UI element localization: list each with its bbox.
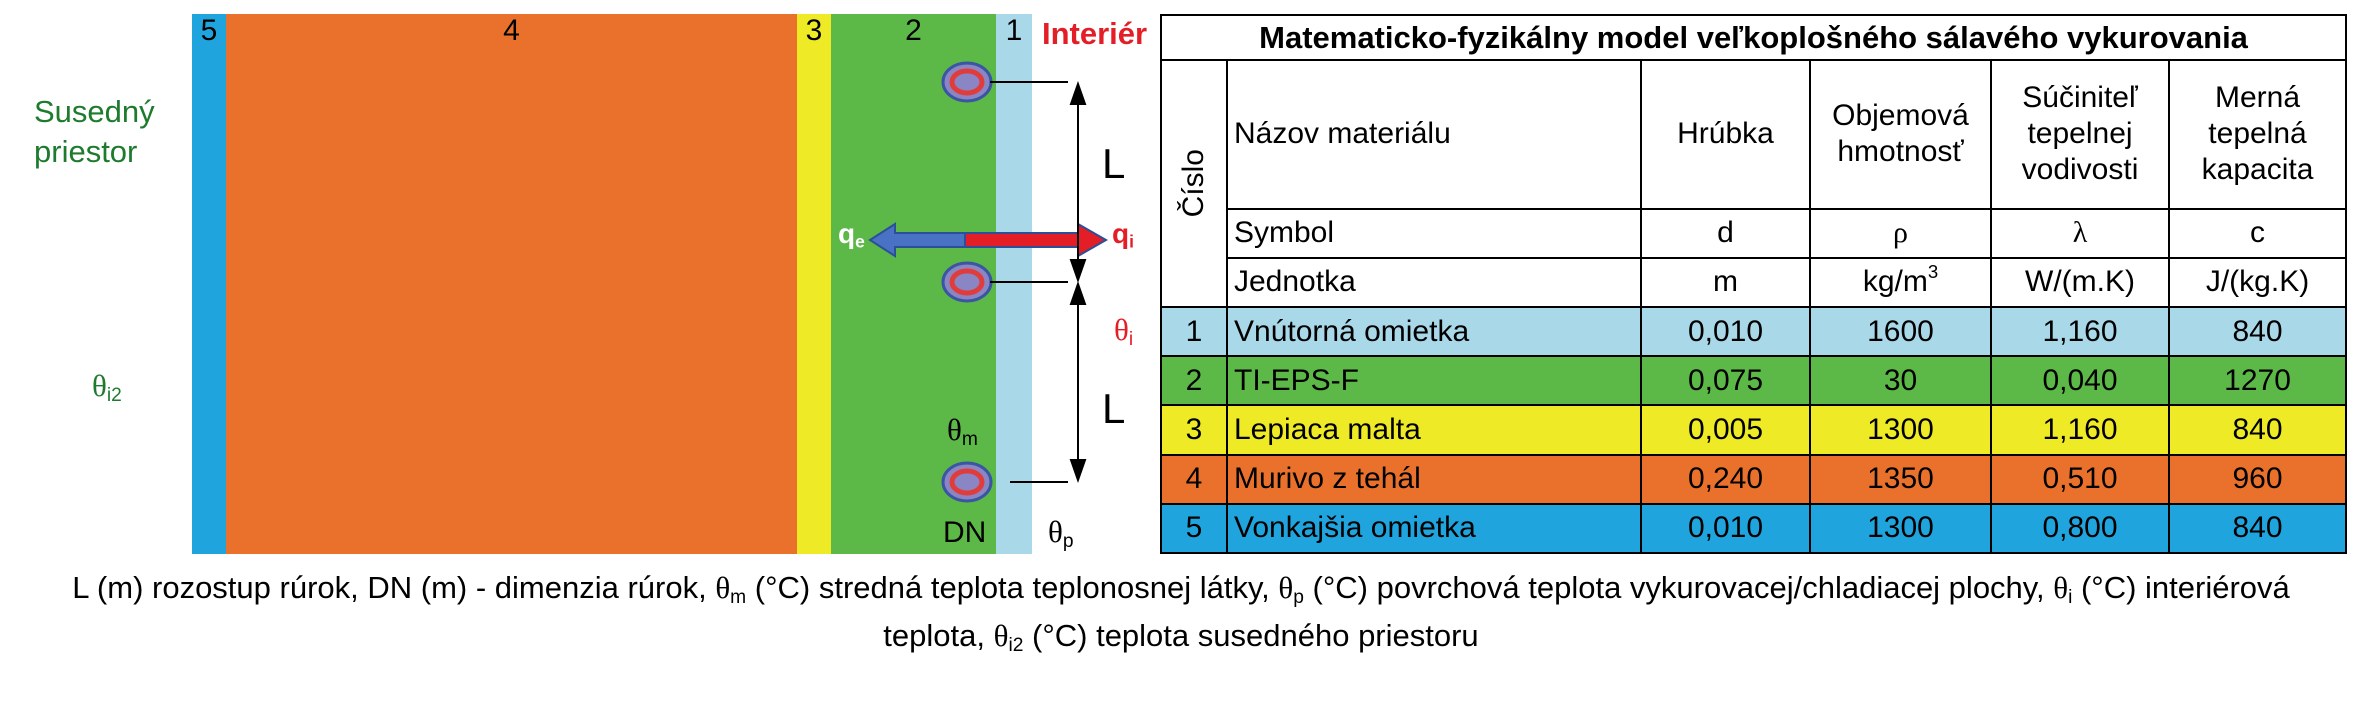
unit-d: m: [1640, 256, 1811, 309]
spacing-dimension: [990, 80, 1087, 484]
layer-5-number: 5: [200, 14, 218, 47]
layer-1-number: 1: [1005, 14, 1023, 47]
column-header-conductivity: Súčiniteľ tepelnej vodivosti: [1990, 59, 2170, 210]
layer-1: 1: [996, 14, 1032, 554]
neighbor-space-line1: Susedný: [34, 94, 155, 129]
figure-caption: L (m) rozostup rúrok, DN (m) - dimenzia …: [72, 570, 2290, 608]
table-row: 3 Lepiaca malta 0,005 1300 1,160 840: [1160, 404, 2348, 456]
column-header-number: Číslo: [1160, 59, 1228, 309]
symbol-c: c: [2167, 207, 2348, 259]
heat-flow-interior-arrow: [964, 222, 1109, 258]
unit-c: J/(kg.K): [2167, 256, 2348, 309]
neighbor-space-label: Susedný priestor: [34, 92, 155, 172]
column-header-thickness: Hrúbka: [1640, 59, 1811, 210]
layer-4: 4: [226, 14, 797, 554]
q-e-label: qe: [838, 218, 865, 252]
dn-label: DN: [943, 516, 987, 549]
layer-2-number: 2: [905, 14, 922, 47]
layer-5: 5: [192, 14, 226, 554]
heat-flow-exterior-arrow: [868, 222, 966, 258]
table-row: 4 Murivo z tehál 0,240 1350 0,510 960: [1160, 453, 2348, 505]
theta-p-label: θp: [1048, 514, 1074, 552]
unit-lambda: W/(m.K): [1990, 256, 2170, 309]
symbol-label: Symbol: [1226, 207, 1642, 259]
q-i-label: qi: [1112, 218, 1134, 252]
spacing-label-lower: L: [1102, 385, 1126, 432]
pipe-icon: [941, 61, 993, 103]
neighbor-space-line2: priestor: [34, 134, 138, 169]
theta-i-label: θi: [1114, 312, 1134, 350]
pipe-icon: [941, 461, 993, 503]
column-header-heat-capacity: Merná tepelná kapacita: [2167, 59, 2348, 210]
column-header-density: Objemová hmotnosť: [1809, 59, 1992, 210]
table-row: 5 Vonkajšia omietka 0,010 1300 0,800 840: [1160, 502, 2348, 555]
unit-row: Jednotka m kg/m3 W/(m.K) J/(kg.K): [1161, 256, 2348, 309]
layer-3-number: 3: [805, 14, 823, 47]
diagram-graphics: [868, 61, 1109, 503]
theta-i2-label: θi2: [92, 368, 122, 406]
table-row: 1 Vnútorná omietka 0,010 1600 1,160 840: [1160, 306, 2348, 358]
symbol-rho: ρ: [1809, 207, 1992, 259]
unit-rho: kg/m3: [1809, 256, 1992, 309]
theta-m-label: θm: [947, 412, 978, 450]
figure-caption-line2: teplota, θi2 (°C) teplota susedného prie…: [883, 618, 1479, 656]
pipe-icon: [941, 261, 993, 303]
interior-label: Interiér: [1042, 16, 1148, 51]
layer-4-number: 4: [503, 14, 520, 47]
layer-3: 3: [797, 14, 831, 554]
table-row: 2 TI-EPS-F 0,075 30 0,040 1270: [1160, 355, 2348, 407]
unit-label: Jednotka: [1226, 256, 1642, 309]
symbol-lambda: λ: [1990, 207, 2170, 259]
table-title: Matematicko-fyzikálny model veľkoplošnéh…: [1159, 13, 2348, 62]
materials-table: Matematicko-fyzikálny model veľkoplošnéh…: [1159, 13, 2348, 555]
spacing-label-upper: L: [1102, 140, 1126, 187]
symbol-row: Symbol d ρ λ c: [1161, 207, 2348, 259]
column-header-name: Názov materiálu: [1226, 59, 1642, 210]
symbol-d: d: [1640, 207, 1811, 259]
